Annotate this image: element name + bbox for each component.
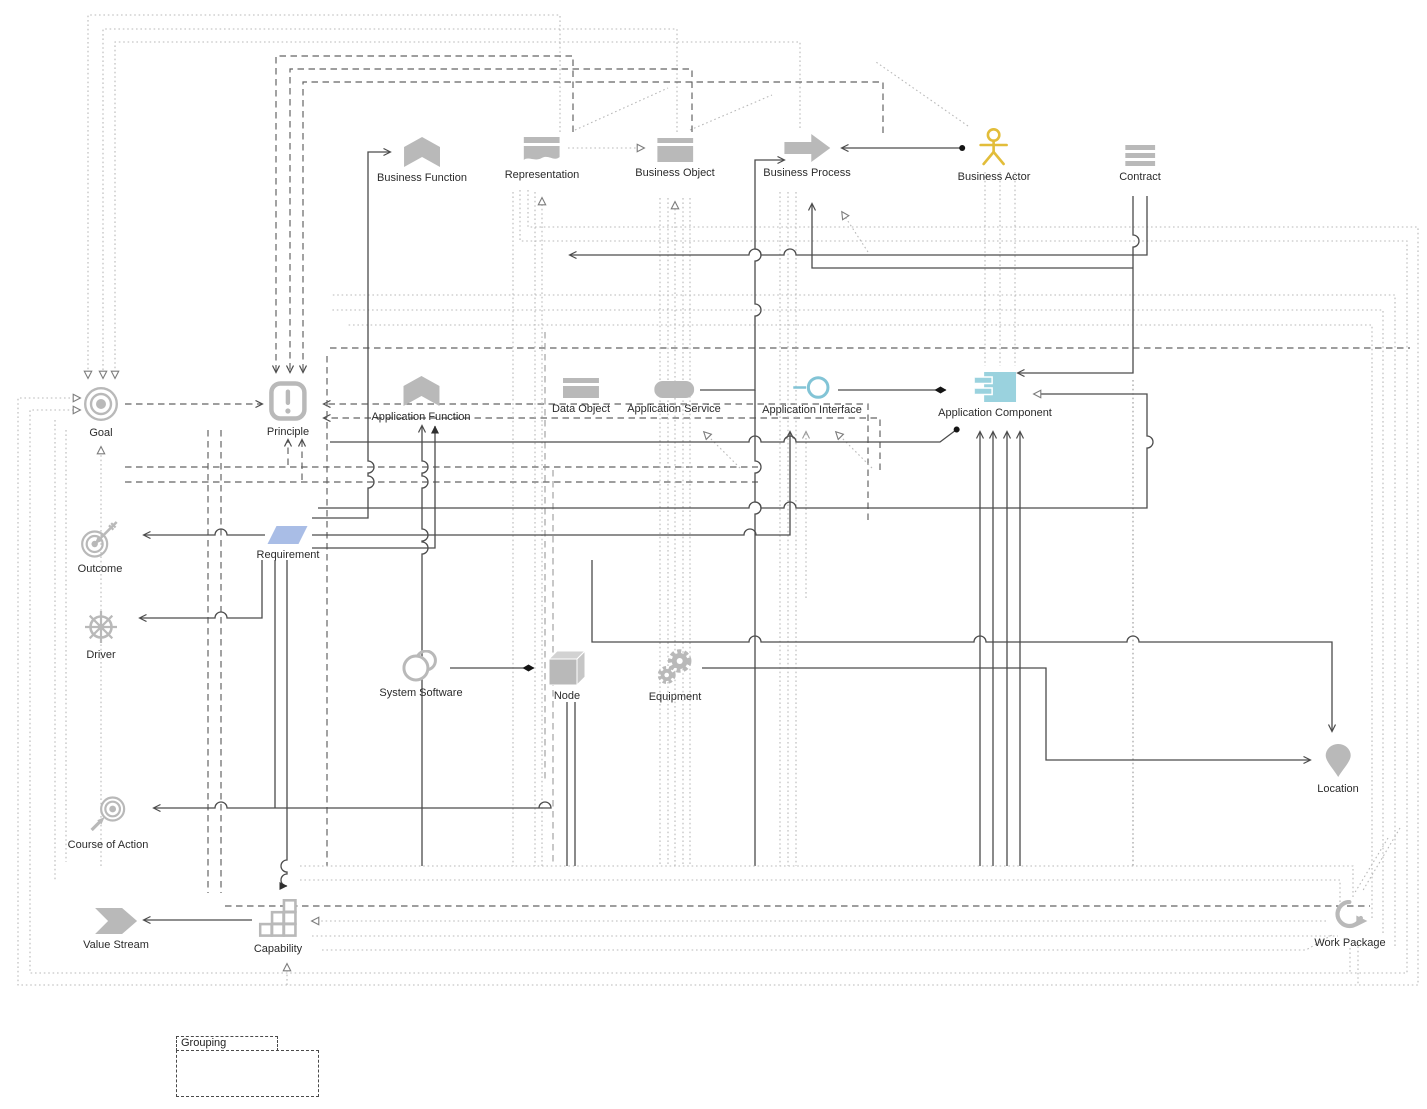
goal-icon — [83, 386, 119, 422]
equipment-icon — [655, 648, 695, 686]
work-package-icon — [1331, 899, 1369, 932]
node-business-object[interactable]: Business Object — [635, 138, 715, 179]
principle-icon — [269, 381, 307, 421]
node-application-interface[interactable]: Application Interface — [762, 376, 862, 416]
node-label: Grouping — [181, 1037, 227, 1049]
value-stream-icon — [94, 908, 137, 934]
representation-icon — [523, 137, 560, 164]
node-label: Requirement — [256, 549, 320, 561]
business-object-icon — [656, 138, 693, 162]
node-label: Equipment — [648, 691, 702, 703]
node-work-package[interactable]: Work Package — [1314, 899, 1386, 949]
contract-icon — [1124, 145, 1155, 166]
node-label: Application Interface — [762, 404, 862, 416]
node-representation[interactable]: Representation — [504, 137, 580, 181]
node-driver[interactable]: Driver — [84, 610, 118, 661]
application-function-icon — [403, 376, 439, 406]
node-label: Outcome — [77, 563, 123, 575]
node-requirement[interactable]: Requirement — [256, 526, 320, 561]
node-label: System Software — [379, 687, 463, 699]
application-interface-icon — [792, 376, 831, 399]
node-business-function[interactable]: Business Function — [377, 137, 467, 184]
node-system-software[interactable]: System Software — [379, 649, 463, 699]
node-node[interactable]: Node — [547, 649, 587, 702]
business-process-icon — [784, 134, 830, 162]
node-business-actor[interactable]: Business Actor — [957, 128, 1031, 183]
node-label: Application Function — [371, 411, 471, 423]
node-label: Goal — [89, 427, 113, 439]
node-data-object[interactable]: Data Object — [552, 378, 610, 415]
business-function-icon — [403, 137, 440, 167]
requirement-icon — [267, 526, 308, 544]
course-of-action-icon — [88, 796, 128, 834]
node-label: Business Process — [763, 167, 851, 179]
system-software-icon — [402, 649, 439, 682]
node-label: Data Object — [551, 403, 611, 415]
node-label: Application Component — [938, 407, 1052, 419]
node-location[interactable]: Location — [1317, 743, 1359, 795]
application-component-icon — [973, 372, 1016, 402]
capability-icon — [258, 898, 298, 938]
outcome-icon — [79, 518, 121, 558]
node-label: Course of Action — [67, 839, 149, 851]
node-outcome[interactable]: Outcome — [77, 518, 123, 575]
node-business-process[interactable]: Business Process — [763, 134, 851, 179]
node-label: Principle — [266, 426, 310, 438]
application-service-icon — [654, 381, 694, 398]
node-value-stream[interactable]: Value Stream — [83, 908, 149, 951]
node-principle[interactable]: Principle — [267, 381, 309, 438]
node-capability[interactable]: Capability — [253, 898, 303, 955]
node-course-of-action[interactable]: Course of Action — [67, 796, 149, 851]
node-contract[interactable]: Contract — [1119, 145, 1161, 183]
node-label: Value Stream — [83, 939, 149, 951]
node-application-service[interactable]: Application Service — [627, 381, 721, 415]
node-label: Location — [1317, 783, 1359, 795]
node-equipment[interactable]: Equipment — [648, 648, 702, 703]
node-goal[interactable]: Goal — [83, 386, 119, 439]
node-label: Node — [553, 690, 581, 702]
node-label: Business Object — [635, 167, 715, 179]
node-label: Representation — [504, 169, 580, 181]
location-icon — [1324, 743, 1352, 778]
node-application-component[interactable]: Application Component — [938, 372, 1052, 419]
node-icon — [547, 649, 587, 687]
business-actor-icon — [979, 128, 1009, 166]
grouping-body — [176, 1049, 319, 1097]
node-label: Business Function — [377, 172, 467, 184]
data-object-icon — [563, 378, 599, 398]
driver-icon — [84, 610, 118, 644]
node-grouping[interactable]: Grouping — [176, 1036, 319, 1097]
node-label: Work Package — [1314, 937, 1386, 949]
node-application-function[interactable]: Application Function — [371, 376, 471, 423]
node-label: Driver — [86, 649, 116, 661]
node-label: Application Service — [627, 403, 721, 415]
node-label: Capability — [253, 943, 303, 955]
node-label: Business Actor — [957, 171, 1031, 183]
node-label: Contract — [1119, 171, 1161, 183]
